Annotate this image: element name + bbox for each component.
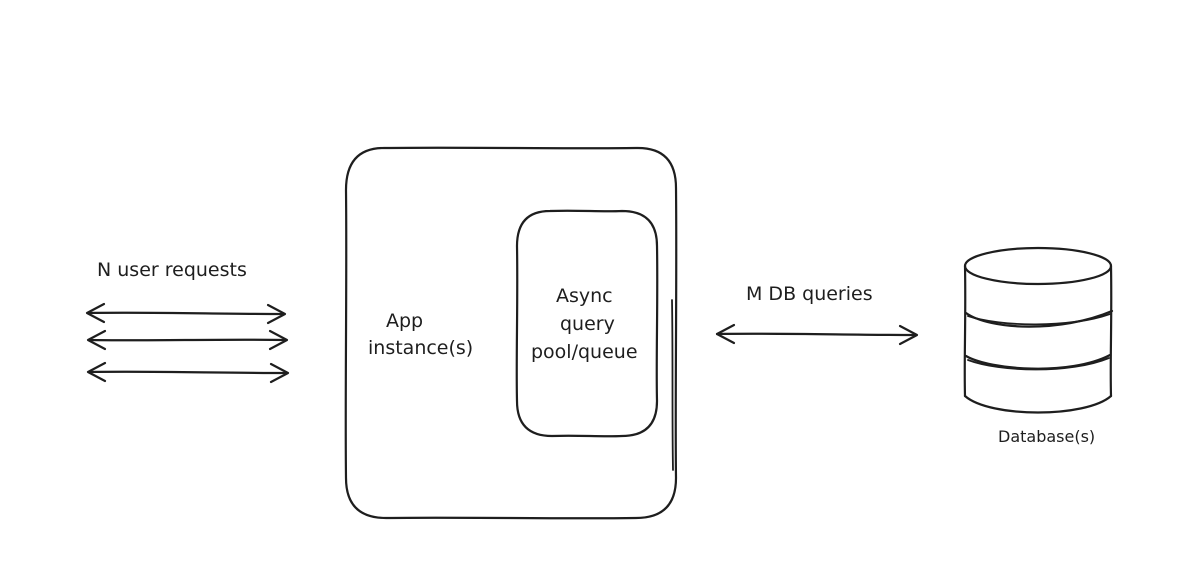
database-icon	[963, 246, 1114, 414]
db-queries-label: M DB queries	[746, 283, 873, 305]
async-pool-box	[515, 209, 659, 438]
request-arrow-2	[86, 329, 289, 351]
pool-label-line3: pool/queue	[531, 341, 638, 363]
pool-label-line2: query	[560, 313, 615, 335]
db-query-arrow	[715, 323, 919, 346]
pool-label-line1: Async	[556, 285, 613, 307]
app-label-line1: App	[386, 310, 423, 332]
app-instance-box	[344, 146, 678, 520]
request-arrow-3	[86, 361, 290, 384]
request-arrow-1	[85, 302, 287, 325]
database-label: Database(s)	[998, 427, 1095, 446]
user-requests-label: N user requests	[97, 259, 247, 281]
app-label-line2: instance(s)	[368, 337, 473, 359]
